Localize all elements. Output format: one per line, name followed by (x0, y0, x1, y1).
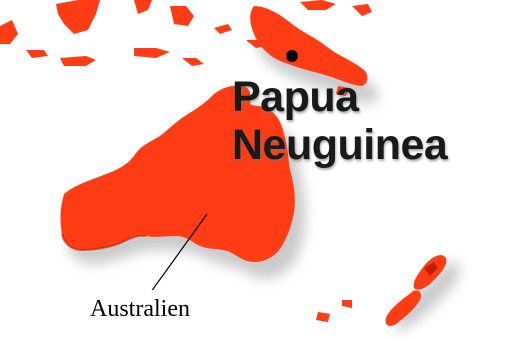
papua-new-guinea-landmass (250, 6, 368, 86)
australia-leader-line (142, 213, 208, 304)
city-dot-icon (286, 50, 298, 62)
new-zealand-landmass (385, 255, 447, 326)
australia-landmass (60, 85, 295, 263)
papua-new-guinea-label-line2: Neuguinea (232, 121, 448, 169)
papua-new-guinea-label-line1: Papua (232, 73, 359, 121)
island-group-top-left (0, 0, 232, 66)
australia-label: Australien (90, 296, 190, 322)
australia-label-box (77, 290, 310, 340)
